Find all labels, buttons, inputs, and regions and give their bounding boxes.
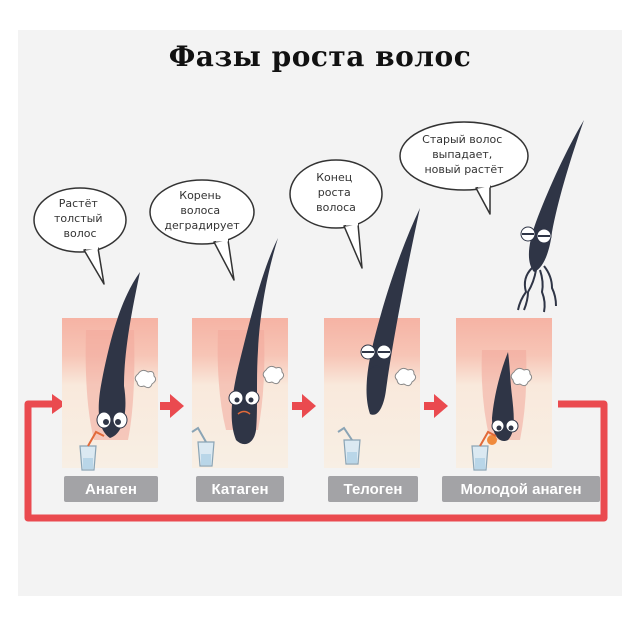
- eyes: [487, 419, 519, 445]
- puff: [262, 365, 285, 385]
- eyes: [520, 226, 552, 244]
- phase-label-text: Телоген: [344, 481, 403, 498]
- bubble-line: выпадает,: [432, 148, 492, 161]
- glass-icon: [79, 430, 105, 471]
- glass-icon: [471, 430, 497, 471]
- phase-catagen: [191, 238, 288, 468]
- bubble-line: роста: [318, 186, 351, 199]
- bubble-line: Конец: [316, 171, 352, 184]
- falling-hair: [528, 120, 584, 272]
- hair-shaft: [366, 208, 420, 415]
- phase-label-anagen: Анаген: [64, 476, 158, 502]
- new-hair: [492, 352, 514, 442]
- bubble-line: Растёт: [59, 197, 99, 210]
- speech-bubble-young-anagen: Старый волос выпадает, новый растёт: [399, 121, 529, 215]
- svg-text:Корень волоса: Корень волоса деградирует: [164, 189, 240, 232]
- falling-hair-roots: [517, 265, 557, 313]
- hair-shaft: [231, 238, 278, 445]
- phase-label-young-anagen: Молодой анаген: [442, 476, 600, 502]
- bubble-line: толстый: [54, 212, 102, 225]
- phase-label-catagen: Катаген: [196, 476, 284, 502]
- bubble-line: Старый волос: [422, 133, 502, 146]
- phase-young-anagen: [456, 120, 584, 471]
- bubble-line: деградирует: [164, 219, 240, 232]
- phase-telogen: [324, 208, 420, 468]
- speech-bubble-catagen: Корень волоса деградирует: [149, 179, 255, 281]
- puff: [134, 369, 157, 389]
- bubble-line: Корень: [179, 189, 221, 202]
- eyes: [360, 344, 392, 369]
- phase-label-text: Катаген: [211, 481, 268, 498]
- svg-text:Конец роста во: Конец роста волоса: [316, 171, 356, 214]
- svg-text:Старый волос выпадает,: Старый волос выпадает, новый растёт: [422, 133, 506, 176]
- glass-icon: [337, 426, 361, 465]
- phase-label-telogen: Телоген: [328, 476, 418, 502]
- eyes: [228, 390, 260, 415]
- cycle-loop: [24, 400, 608, 522]
- speech-bubble-telogen: Конец роста волоса: [289, 159, 383, 269]
- puff: [510, 367, 533, 387]
- cycle-arrowhead: [52, 394, 66, 414]
- puff: [394, 367, 417, 387]
- speech-bubble-anagen: Растёт толстый волос: [33, 187, 127, 285]
- bubble-line: волос: [63, 227, 96, 240]
- phase-anagen: [62, 272, 158, 471]
- bubble-line: волоса: [180, 204, 220, 217]
- step-arrow-2: [292, 394, 316, 418]
- step-arrow-1: [160, 394, 184, 418]
- bubble-line: волоса: [316, 201, 356, 214]
- hair-shaft: [98, 272, 140, 438]
- phase-label-text: Анаген: [85, 481, 137, 498]
- bubble-line: новый растёт: [424, 163, 504, 176]
- diagram-title: Фазы роста волос: [168, 40, 472, 73]
- phase-label-text: Молодой анаген: [460, 481, 581, 498]
- glass-icon: [191, 426, 215, 467]
- step-arrow-3: [424, 394, 448, 418]
- svg-text:Растёт толстый: Растёт толстый волос: [54, 197, 106, 240]
- eyes: [96, 411, 128, 429]
